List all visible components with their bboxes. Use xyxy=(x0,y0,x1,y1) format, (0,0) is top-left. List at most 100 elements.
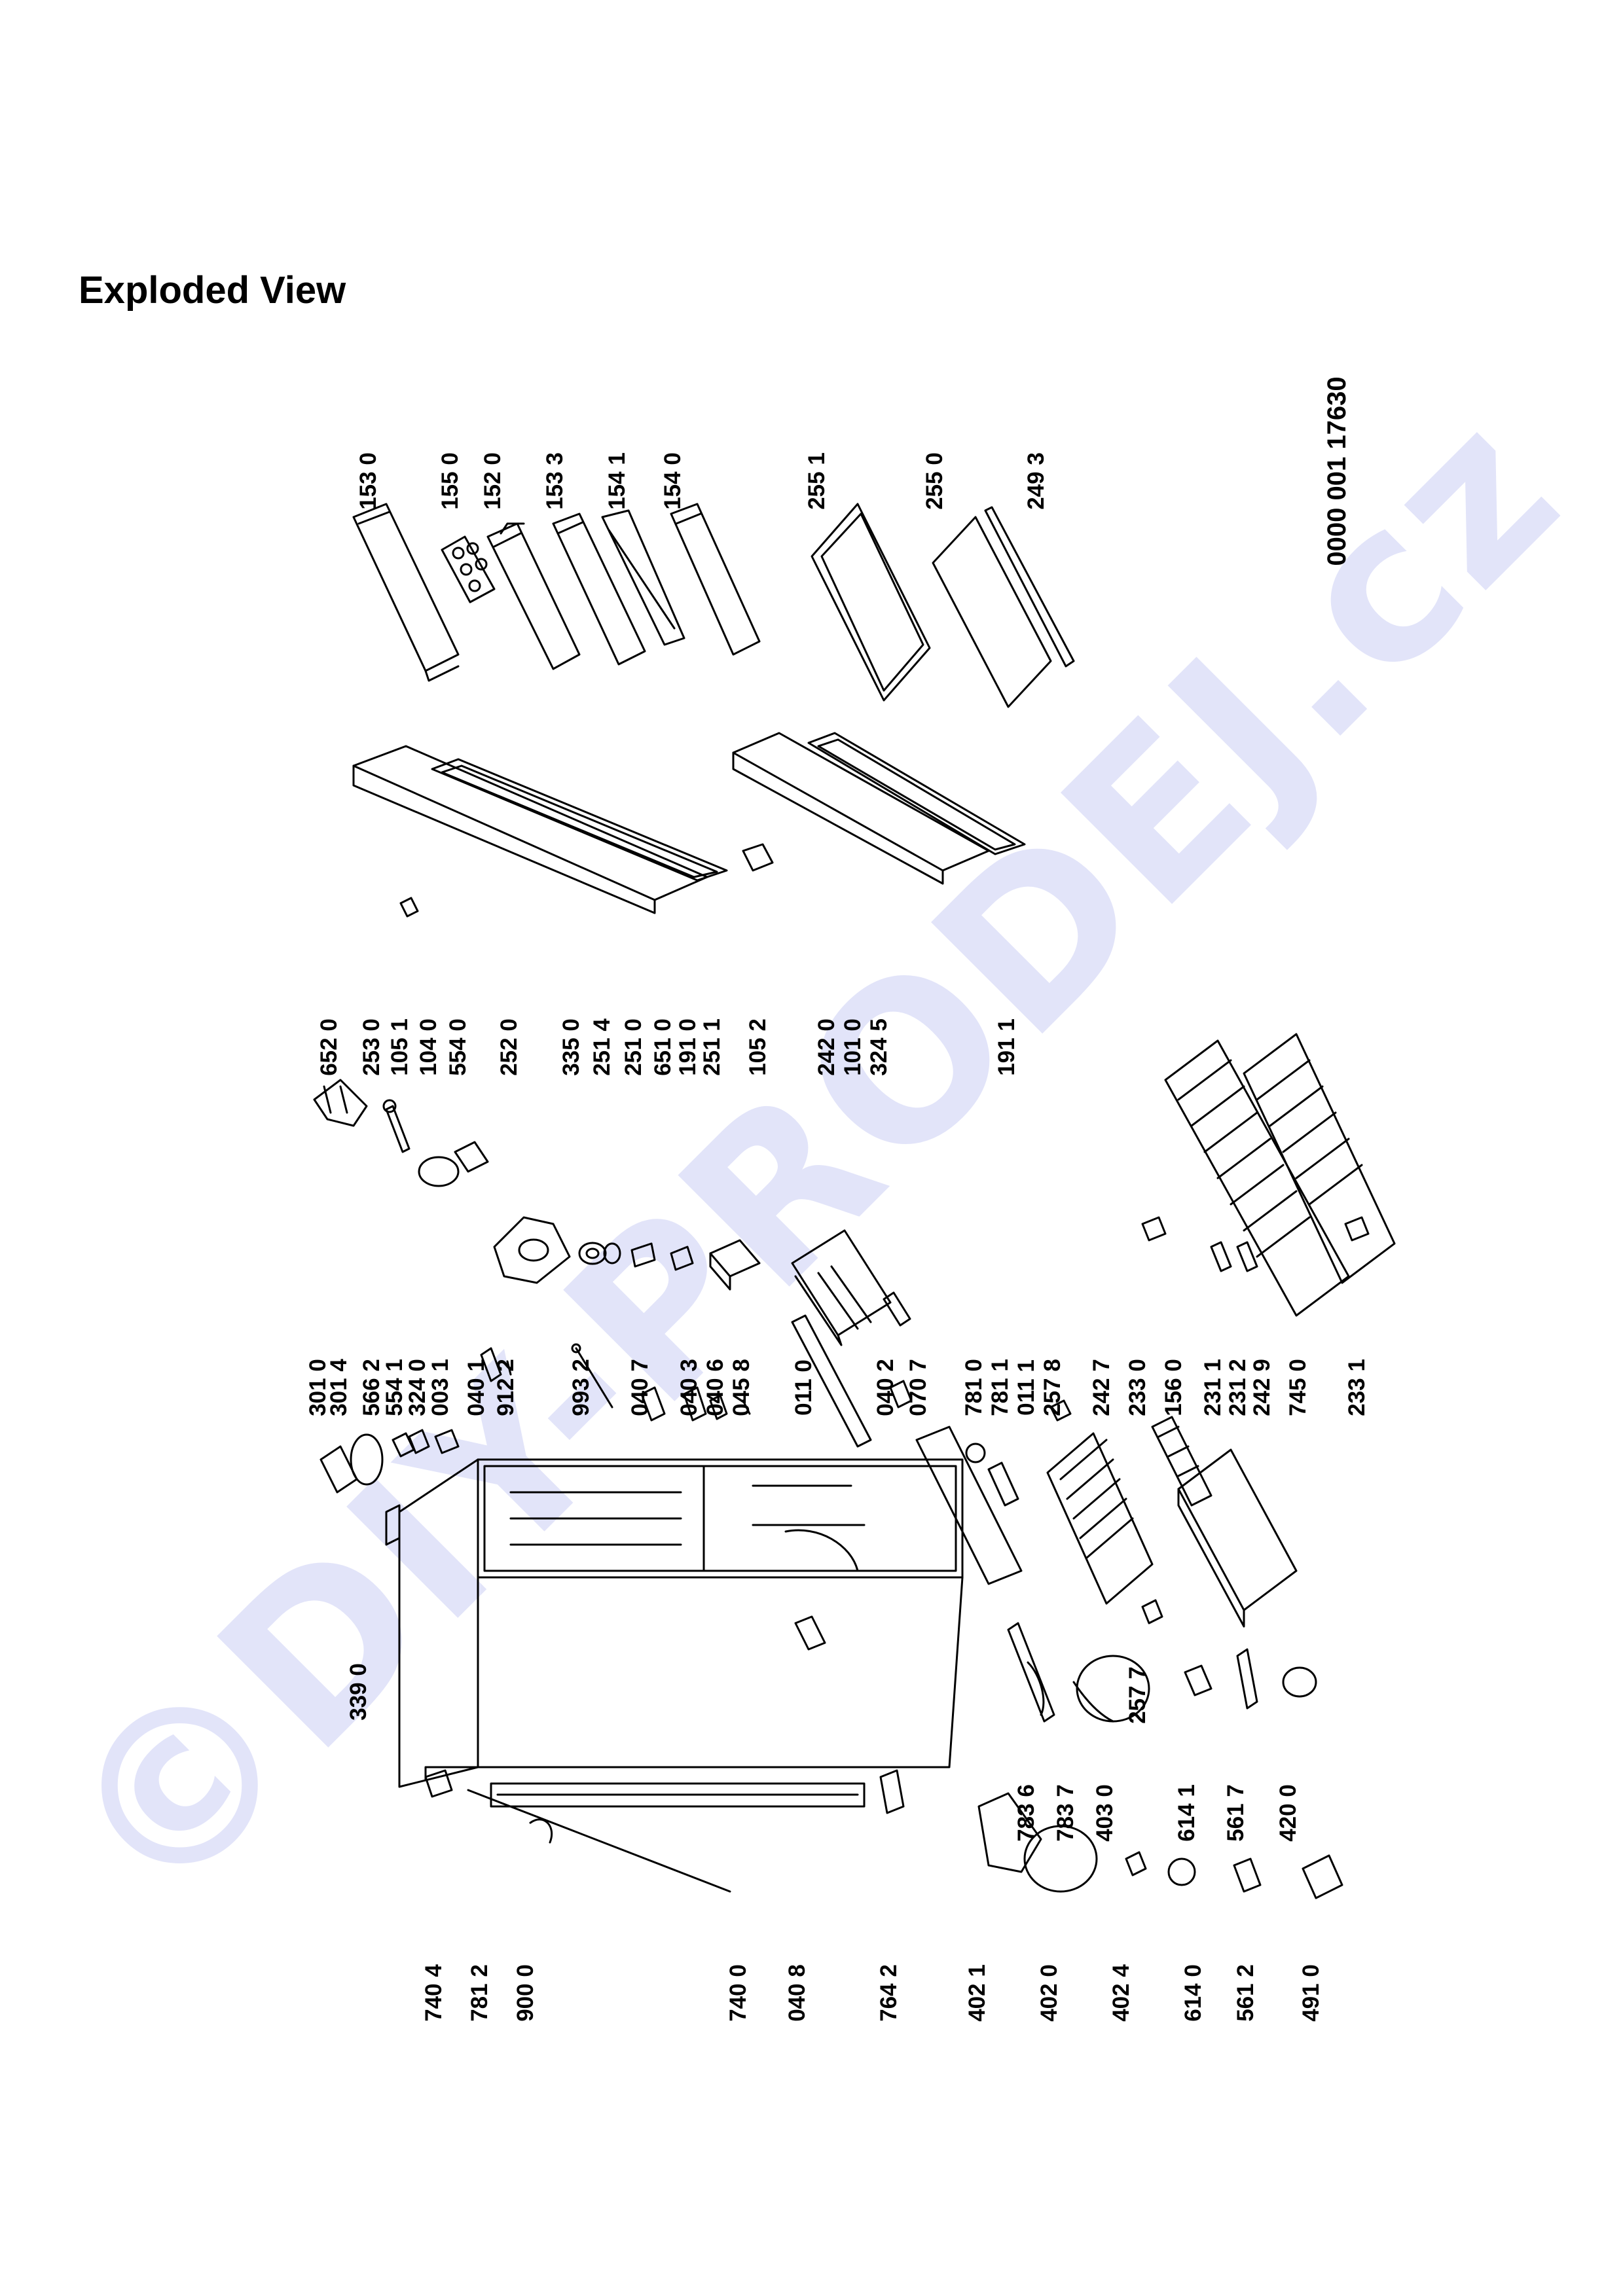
hinge-040-1 xyxy=(481,1348,501,1381)
label-324-5: 324 5 xyxy=(866,1018,892,1076)
fan-781-0 xyxy=(966,1444,985,1462)
relay-614-1 xyxy=(1185,1666,1211,1695)
label-764-2: 764 2 xyxy=(876,1964,902,2022)
label-251-4: 251 4 xyxy=(589,1018,615,1076)
label-045-8: 045 8 xyxy=(729,1359,754,1416)
label-070-7: 070 7 xyxy=(905,1359,931,1416)
label-153-3: 153 3 xyxy=(542,452,568,510)
cover-070-7 xyxy=(917,1427,1021,1584)
label-781-0: 781 0 xyxy=(961,1359,987,1416)
label-253-0: 253 0 xyxy=(359,1018,384,1076)
screw-912-2 xyxy=(507,1361,511,1374)
clip-257-7 xyxy=(1142,1600,1162,1623)
label-242-9: 242 9 xyxy=(1249,1359,1275,1416)
compressor-403-0 xyxy=(1077,1656,1149,1721)
compressor-base-402-1 xyxy=(979,1793,1041,1872)
lamp-554-0 xyxy=(419,1142,488,1186)
label-783-6: 783 6 xyxy=(1013,1784,1039,1842)
latch-231-2 xyxy=(1237,1242,1257,1271)
egg-tray-155-0 xyxy=(442,537,494,602)
grommet-402-4 xyxy=(1126,1852,1146,1875)
diffuser-566-2 xyxy=(351,1435,382,1484)
label-781-2: 781 2 xyxy=(467,1964,492,2022)
label-040-2: 040 2 xyxy=(873,1359,898,1416)
label-740-0: 740 0 xyxy=(725,1964,751,2022)
label-011-1: 011 1 xyxy=(1013,1359,1039,1416)
label-155-0: 155 0 xyxy=(437,452,463,510)
hinge-040-8 xyxy=(795,1617,825,1649)
starter-561-2 xyxy=(1234,1859,1260,1892)
fan-cover-781-1 xyxy=(989,1463,1018,1505)
label-614-1: 614 1 xyxy=(1174,1784,1199,1842)
page-title: Exploded View xyxy=(79,269,346,312)
knob-335-0 xyxy=(579,1243,606,1264)
label-242-7: 242 7 xyxy=(1089,1359,1114,1416)
label-040-3: 040 3 xyxy=(676,1359,702,1416)
label-251-0: 251 0 xyxy=(621,1018,646,1076)
relay-614-0 xyxy=(1169,1859,1195,1885)
glass-shelf-255-1 xyxy=(812,504,930,700)
label-783-7: 783 7 xyxy=(1053,1784,1078,1842)
crisper-242-9 xyxy=(1178,1450,1296,1626)
label-740-4: 740 4 xyxy=(421,1964,447,2022)
label-154-0: 154 0 xyxy=(660,452,685,510)
foot-740-4 xyxy=(426,1770,452,1797)
label-402-0: 402 0 xyxy=(1036,1964,1062,2022)
label-242-0: 242 0 xyxy=(814,1018,839,1076)
rail-011-0 xyxy=(792,1316,871,1446)
label-191-0: 191 0 xyxy=(675,1018,701,1076)
label-255-0: 255 0 xyxy=(922,452,947,510)
label-191-1: 191 1 xyxy=(994,1018,1019,1076)
label-011-0: 011 0 xyxy=(791,1359,816,1416)
label-554-1: 554 1 xyxy=(382,1359,407,1416)
label-324-0: 324 0 xyxy=(405,1359,430,1416)
probe-993-2 xyxy=(572,1344,612,1407)
label-651-0: 651 0 xyxy=(650,1018,676,1076)
strip-781-2 xyxy=(468,1790,730,1892)
condenser-740-0 xyxy=(491,1784,864,1806)
hinge-105-1 xyxy=(401,898,418,916)
clip-257-8 xyxy=(1051,1401,1070,1420)
label-231-1: 231 1 xyxy=(1200,1359,1226,1416)
label-900-0: 900 0 xyxy=(513,1964,538,2022)
label-249-3: 249 3 xyxy=(1023,452,1049,510)
hinge-040-3 xyxy=(684,1388,706,1420)
label-554-0: 554 0 xyxy=(445,1018,471,1076)
label-105-2: 105 2 xyxy=(745,1018,771,1076)
label-252-0: 252 0 xyxy=(496,1018,522,1076)
support-233-0 xyxy=(1142,1217,1165,1240)
trim-324-5 xyxy=(884,1293,910,1325)
door-shelf-152-0 xyxy=(488,524,579,669)
label-003-1: 003 1 xyxy=(428,1359,453,1416)
label-491-0: 491 0 xyxy=(1298,1964,1324,2022)
freezer-door-101-0 xyxy=(733,733,1025,884)
fridge-door-104-0 xyxy=(354,746,727,913)
pin-045-8 xyxy=(743,1401,750,1414)
label-040-1: 040 1 xyxy=(464,1359,489,1416)
label-912-2: 912 2 xyxy=(493,1359,519,1416)
pipe-783-6 xyxy=(1028,1662,1044,1715)
drawer-242-7 xyxy=(1048,1433,1152,1604)
label-231-2: 231 2 xyxy=(1225,1359,1250,1416)
label-101-0: 101 0 xyxy=(840,1018,866,1076)
label-233-1: 233 1 xyxy=(1344,1359,1370,1416)
ice-tray-156-0 xyxy=(1152,1417,1211,1505)
thermostat-cover-652-0 xyxy=(314,1080,367,1126)
hinge-040-7 xyxy=(642,1388,665,1420)
shelf-trim-249-3 xyxy=(985,507,1074,666)
label-781-1: 781 1 xyxy=(987,1359,1013,1416)
glass-shelf-255-0 xyxy=(933,517,1051,707)
support-233-1 xyxy=(1345,1217,1368,1240)
label-105-1: 105 1 xyxy=(387,1018,412,1076)
capacitor-420-0 xyxy=(1283,1668,1316,1696)
label-339-0: 339 0 xyxy=(346,1663,371,1721)
label-257-8: 257 8 xyxy=(1040,1359,1065,1416)
hinge-040-6 xyxy=(710,1395,727,1419)
hinge-105-2 xyxy=(743,844,773,870)
sensor-651-0 xyxy=(671,1247,693,1270)
label-154-1: 154 1 xyxy=(604,452,630,510)
label-153-0: 153 0 xyxy=(356,452,381,510)
label-561-7: 561 7 xyxy=(1223,1784,1249,1842)
cover-491-0 xyxy=(1303,1856,1342,1898)
